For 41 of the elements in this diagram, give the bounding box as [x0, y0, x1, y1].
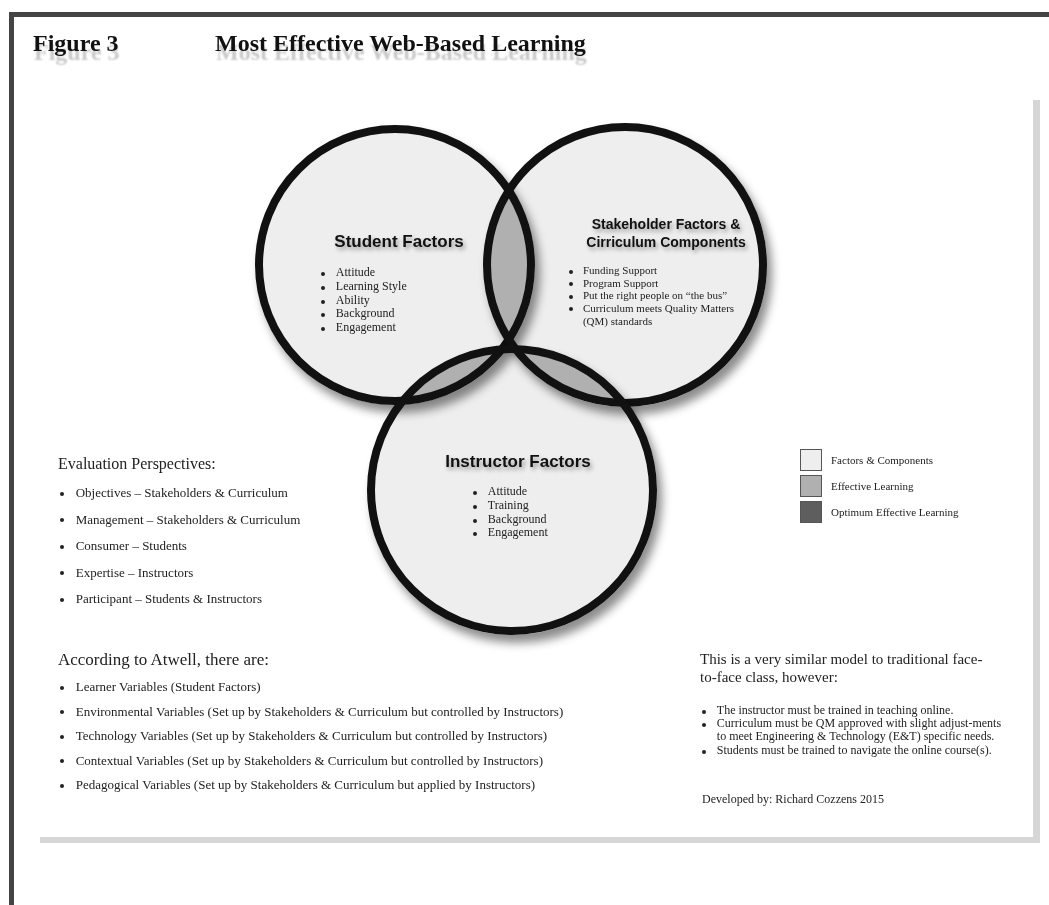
list-item: Contextual Variables (Set up by Stakeholders & Curriculum but controlled by Instructors) [75, 752, 543, 769]
note-paragraph: This is a very similar model to traditional face-to-face class, however: [700, 650, 984, 686]
circle-heading: Instructor Factors [444, 451, 592, 473]
list-item: Expertise – Instructors [75, 564, 194, 581]
list-item: The instructor must be trained in teaching online. [716, 704, 954, 718]
list-item: Attitude [335, 266, 376, 280]
list-item: Background [487, 512, 547, 527]
list-item: Put the right people on “the bus” [582, 289, 728, 302]
list-item: Environmental Variables (Set up by Stakeholders & Curriculum but controlled by Instructors) [75, 703, 564, 720]
list-item: Engagement [487, 526, 548, 541]
figure-title: Most Effective Web-Based Learning [215, 30, 586, 57]
legend-label: Factors & Components [831, 454, 934, 466]
section-heading: According to Atwell, there are: [58, 650, 269, 671]
venn-circle [483, 123, 767, 407]
list-item: Pedagogical Variables (Set up by Stakeholders & Curriculum but applied by Instructors) [75, 777, 536, 793]
list-item: Students must be trained to navigate the online course(s). [716, 743, 992, 757]
list-item: Ability [335, 293, 370, 308]
legend-label: Effective Learning [831, 480, 914, 492]
list-item: Learning Style [335, 279, 407, 294]
legend-label: Optimum Effective Learning [831, 506, 959, 518]
list-item: Engagement [335, 321, 396, 335]
list-item: Funding Support [582, 264, 658, 277]
list-item: Curriculum must be QM approved with slight adjust-ments to meet Engineering & Technology (E&T) specific needs. [716, 717, 1002, 744]
list-item: Attitude [487, 485, 528, 499]
list-item: Management – Stakeholders & Curriculum [75, 511, 301, 528]
venn-circle [255, 125, 535, 405]
list-item: Background [335, 307, 395, 322]
circle-heading: Stakeholder Factors & Cirriculum Components [585, 215, 747, 252]
list-item: Objectives – Stakeholders & Curriculum [75, 485, 288, 501]
circle-heading: Student Factors [333, 231, 465, 253]
list-item: Curriculum meets Quality Matters (QM) standards [582, 301, 736, 328]
figure-number: Figure 3 [33, 30, 119, 57]
list-item: Program Support [582, 276, 659, 290]
section-heading: Evaluation Perspectives: [58, 454, 216, 474]
list-item: Training [487, 498, 529, 513]
list-item: Consumer – Students [75, 538, 187, 554]
venn-circle [367, 345, 657, 635]
credit-text: Developed by: Richard Cozzens 2015 [702, 792, 884, 807]
list-item: Learner Variables (Student Factors) [75, 679, 261, 695]
list-item: Technology Variables (Set up by Stakeholders & Curriculum but controlled by Instructors) [75, 728, 548, 744]
list-item: Participant – Students & Instructors [75, 591, 262, 607]
